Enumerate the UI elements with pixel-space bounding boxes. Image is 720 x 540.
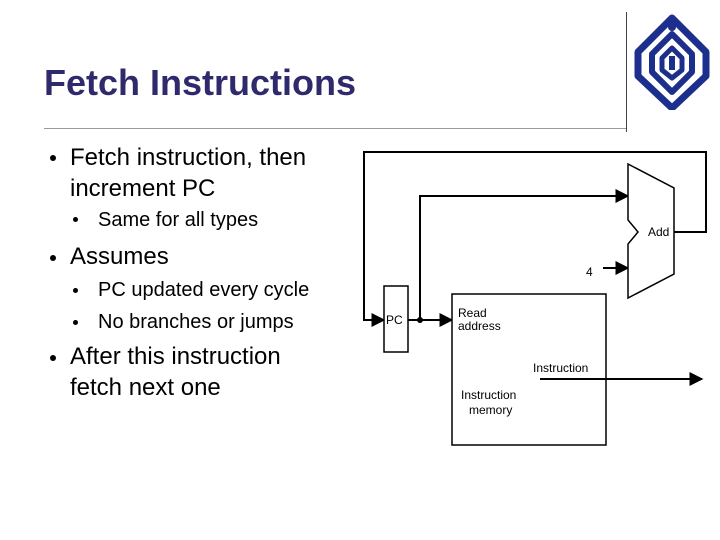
page-title: Fetch Instructions [44, 62, 357, 103]
adder-unit [627, 162, 675, 300]
pc-to-adder-wire [419, 189, 630, 320]
bullet-assumes: Assumes [70, 243, 169, 270]
bullet-line: fetch next one [70, 374, 221, 401]
bullet-dot-icon [73, 217, 78, 222]
pc-register [383, 285, 409, 353]
adder-output-feedback-wire [363, 151, 707, 327]
bullet-dot-icon [50, 155, 56, 161]
instruction-memory-label: Instruction memory [461, 388, 520, 417]
bullet-line: Fetch instruction, then [70, 144, 307, 171]
pc-label: PC [386, 313, 403, 327]
instruction-memory-block [451, 293, 607, 446]
instruction-output-label: Instruction [533, 361, 588, 375]
bullet-dot-icon [50, 355, 56, 361]
bullet-fetch-instruction: Fetch instruction, then increment PC [70, 142, 306, 204]
bullet-dot-icon [73, 320, 78, 325]
sub-bullet-same-for-all: Same for all types [98, 209, 259, 231]
bullet-after-this-instruction: After this instruction fetch next one [70, 341, 281, 403]
bullet-line: increment PC [70, 175, 216, 202]
bullet-line: After this instruction [70, 343, 281, 370]
sub-bullet-pc-updated: PC updated every cycle [98, 279, 310, 301]
bullet-dot-icon [73, 288, 78, 293]
read-address-label: Read address [458, 306, 501, 333]
adder-label: Add [648, 225, 669, 239]
sub-bullet-no-branches: No branches or jumps [98, 311, 294, 333]
bullet-dot-icon [50, 255, 56, 261]
title-divider [44, 128, 626, 129]
constant-four-label: 4 [586, 265, 593, 279]
logo-divider [626, 12, 627, 132]
university-emblem-icon [634, 14, 710, 110]
